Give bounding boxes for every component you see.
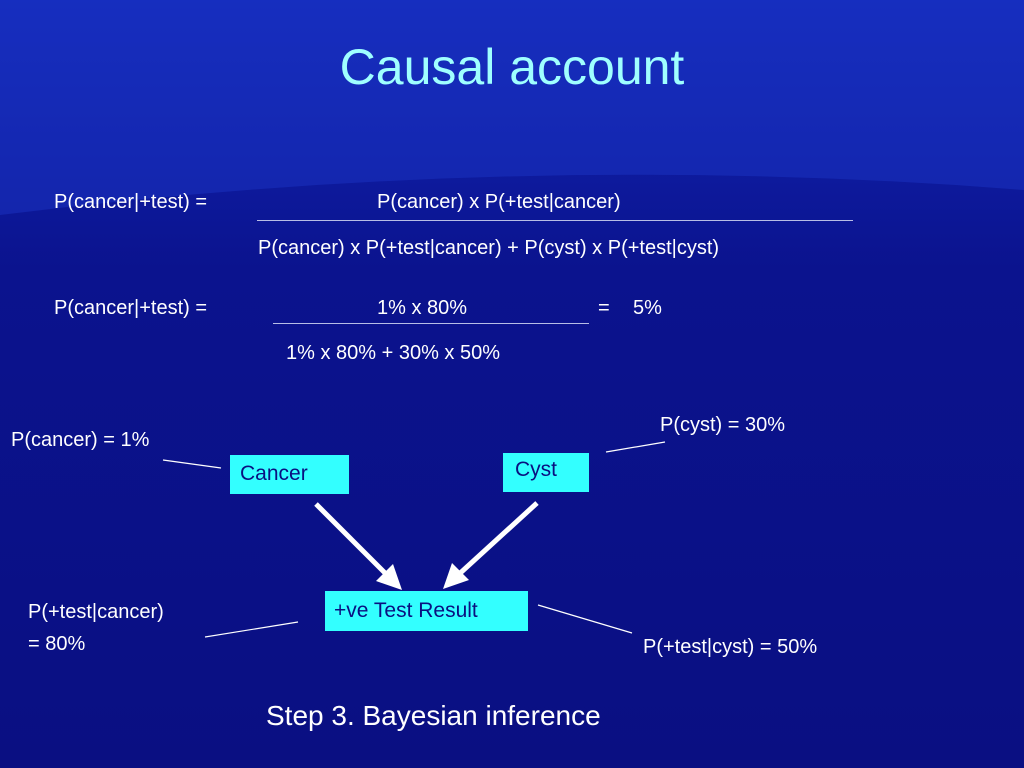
callout-line-p-test-cancer [204,621,299,638]
label-p-cyst: P(cyst) = 30% [660,414,786,436]
formula2-fraction-bar [273,323,589,324]
label-p-cancer: P(cancer) = 1% [11,429,150,451]
label-p-test-cancer: P(+test|cancer) [28,601,164,623]
formula2-numerator: 1% x 80% [377,297,468,319]
formula1-lhs: P(cancer|+test) = [54,191,208,213]
slide-footer: Step 3. Bayesian inference [266,700,601,731]
formula1-fraction-bar [257,220,853,221]
arrow-cancer-to-test [314,502,402,590]
slide-title: Causal account [339,39,685,95]
formula2-lhs: P(cancer|+test) = [54,297,208,319]
formula2-denominator: 1% x 80% + 30% x 50% [286,342,501,364]
formula2-result: 5% [633,297,662,319]
node-cyst: Cyst [503,453,589,492]
node-test-result: +ve Test Result [325,591,528,631]
callout-line-p-cyst [605,441,666,453]
formula2-equals: = [598,297,610,319]
formula1-numerator: P(cancer) x P(+test|cancer) [377,191,621,213]
arrow-cyst-to-test [443,501,539,589]
node-cancer: Cancer [230,455,349,494]
formula1-denominator: P(cancer) x P(+test|cancer) + P(cyst) x … [258,237,720,259]
callout-line-p-test-cyst [537,604,633,634]
label-p-test-cancer-value: = 80% [28,633,86,655]
callout-line-p-cancer [162,459,222,469]
label-p-test-cyst: P(+test|cyst) = 50% [643,636,818,658]
